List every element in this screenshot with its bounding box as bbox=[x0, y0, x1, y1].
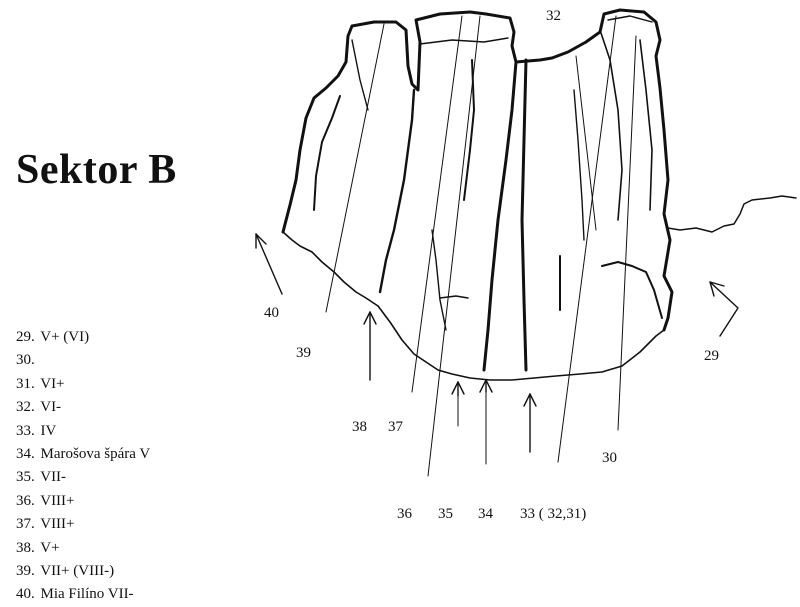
rock-crack bbox=[463, 59, 475, 201]
route-grade: VIII+ bbox=[40, 516, 75, 533]
rock-crack bbox=[599, 29, 623, 221]
rock-crack bbox=[439, 295, 469, 299]
legend-row-39: 39. VII+ (VIII-) bbox=[16, 560, 152, 583]
route-line-33 bbox=[557, 15, 617, 463]
rock-crack bbox=[378, 88, 416, 294]
diagram-label-32: 32 bbox=[546, 8, 561, 24]
rock-crack bbox=[419, 37, 509, 45]
route-line-39 bbox=[325, 23, 385, 313]
route-grade: Mia Filíno VII- bbox=[40, 586, 134, 603]
start-arrow-33 bbox=[523, 393, 537, 453]
route-number: 37. bbox=[16, 516, 35, 533]
start-arrow-35 bbox=[451, 381, 465, 397]
route-grade: VI- bbox=[40, 399, 62, 416]
legend-row-35: 35. VII- bbox=[16, 466, 152, 489]
rock-crack bbox=[601, 261, 663, 319]
route-number: 40. bbox=[16, 586, 35, 603]
route-grade: VII- bbox=[40, 469, 67, 486]
route-number: 30. bbox=[16, 352, 35, 369]
diagram-label-34: 34 bbox=[478, 506, 494, 522]
route-number: 34. bbox=[16, 446, 35, 463]
start-arrow-29 bbox=[709, 281, 739, 337]
rock-outline bbox=[281, 8, 674, 332]
diagram-label-33: 33 ( 32,31) bbox=[520, 506, 586, 522]
route-grade: VIII+ bbox=[40, 492, 75, 509]
route-line-37 bbox=[411, 15, 463, 393]
route-line-32-31 bbox=[575, 55, 597, 231]
ridge-line bbox=[667, 195, 797, 233]
base-line bbox=[282, 231, 665, 381]
route-number: 33. bbox=[16, 422, 35, 439]
route-number: 38. bbox=[16, 539, 35, 556]
route-grade: V+ bbox=[40, 539, 60, 556]
route-legend: 29. V+ (VI) 30. 31. VI+ 32. VI- 33. IV 3… bbox=[16, 326, 152, 607]
rock-crack bbox=[431, 229, 447, 331]
route-number: 36. bbox=[16, 492, 35, 509]
route-grade: IV bbox=[40, 422, 57, 439]
diagram-label-37: 37 bbox=[388, 419, 404, 435]
diagram-label-29: 29 bbox=[704, 348, 719, 364]
diagram-label-30: 30 bbox=[602, 450, 617, 466]
route-number: 39. bbox=[16, 563, 35, 580]
diagram-label-35: 35 bbox=[438, 506, 453, 522]
legend-row-38: 38. V+ bbox=[16, 537, 152, 560]
route-line-30 bbox=[617, 35, 637, 431]
rock-crack bbox=[639, 39, 653, 211]
legend-row-37: 37. VIII+ bbox=[16, 513, 152, 536]
diagram-label-36: 36 bbox=[397, 506, 413, 522]
legend-row-29: 29. V+ (VI) bbox=[16, 326, 152, 349]
diagram-label-40: 40 bbox=[264, 305, 279, 321]
legend-row-33: 33. IV bbox=[16, 420, 152, 443]
route-grade: VII+ (VIII-) bbox=[40, 563, 115, 580]
start-arrow-38 bbox=[363, 311, 377, 381]
legend-row-32: 32. VI- bbox=[16, 396, 152, 419]
route-number: 32. bbox=[16, 399, 35, 416]
route-number: 35. bbox=[16, 469, 35, 486]
rock-crack bbox=[607, 15, 653, 23]
start-arrow-34 bbox=[479, 379, 493, 393]
sector-title: Sektor B bbox=[16, 147, 177, 193]
route-number: 31. bbox=[16, 375, 35, 392]
route-line-36 bbox=[427, 15, 481, 477]
legend-row-36: 36. VIII+ bbox=[16, 490, 152, 513]
rock-crack bbox=[482, 60, 518, 372]
legend-row-40: 40. Mia Filíno VII- bbox=[16, 583, 152, 606]
legend-row-34: 34. Marošova špára V bbox=[16, 443, 152, 466]
route-grade: Marošova špára V bbox=[40, 446, 151, 463]
diagram-label-39: 39 bbox=[296, 345, 311, 361]
rock-crack bbox=[313, 95, 341, 211]
legend-row-30: 30. bbox=[16, 349, 152, 372]
route-number: 29. bbox=[16, 329, 35, 345]
diagram-label-38: 38 bbox=[352, 419, 367, 435]
rock-crack bbox=[520, 58, 528, 372]
route-grade: V+ (VI) bbox=[40, 329, 90, 345]
route-grade: VI+ bbox=[40, 375, 65, 392]
legend-row-31: 31. VI+ bbox=[16, 373, 152, 396]
start-arrow-40 bbox=[255, 233, 283, 295]
rock-crack bbox=[351, 39, 369, 111]
rock-crack bbox=[573, 89, 585, 241]
